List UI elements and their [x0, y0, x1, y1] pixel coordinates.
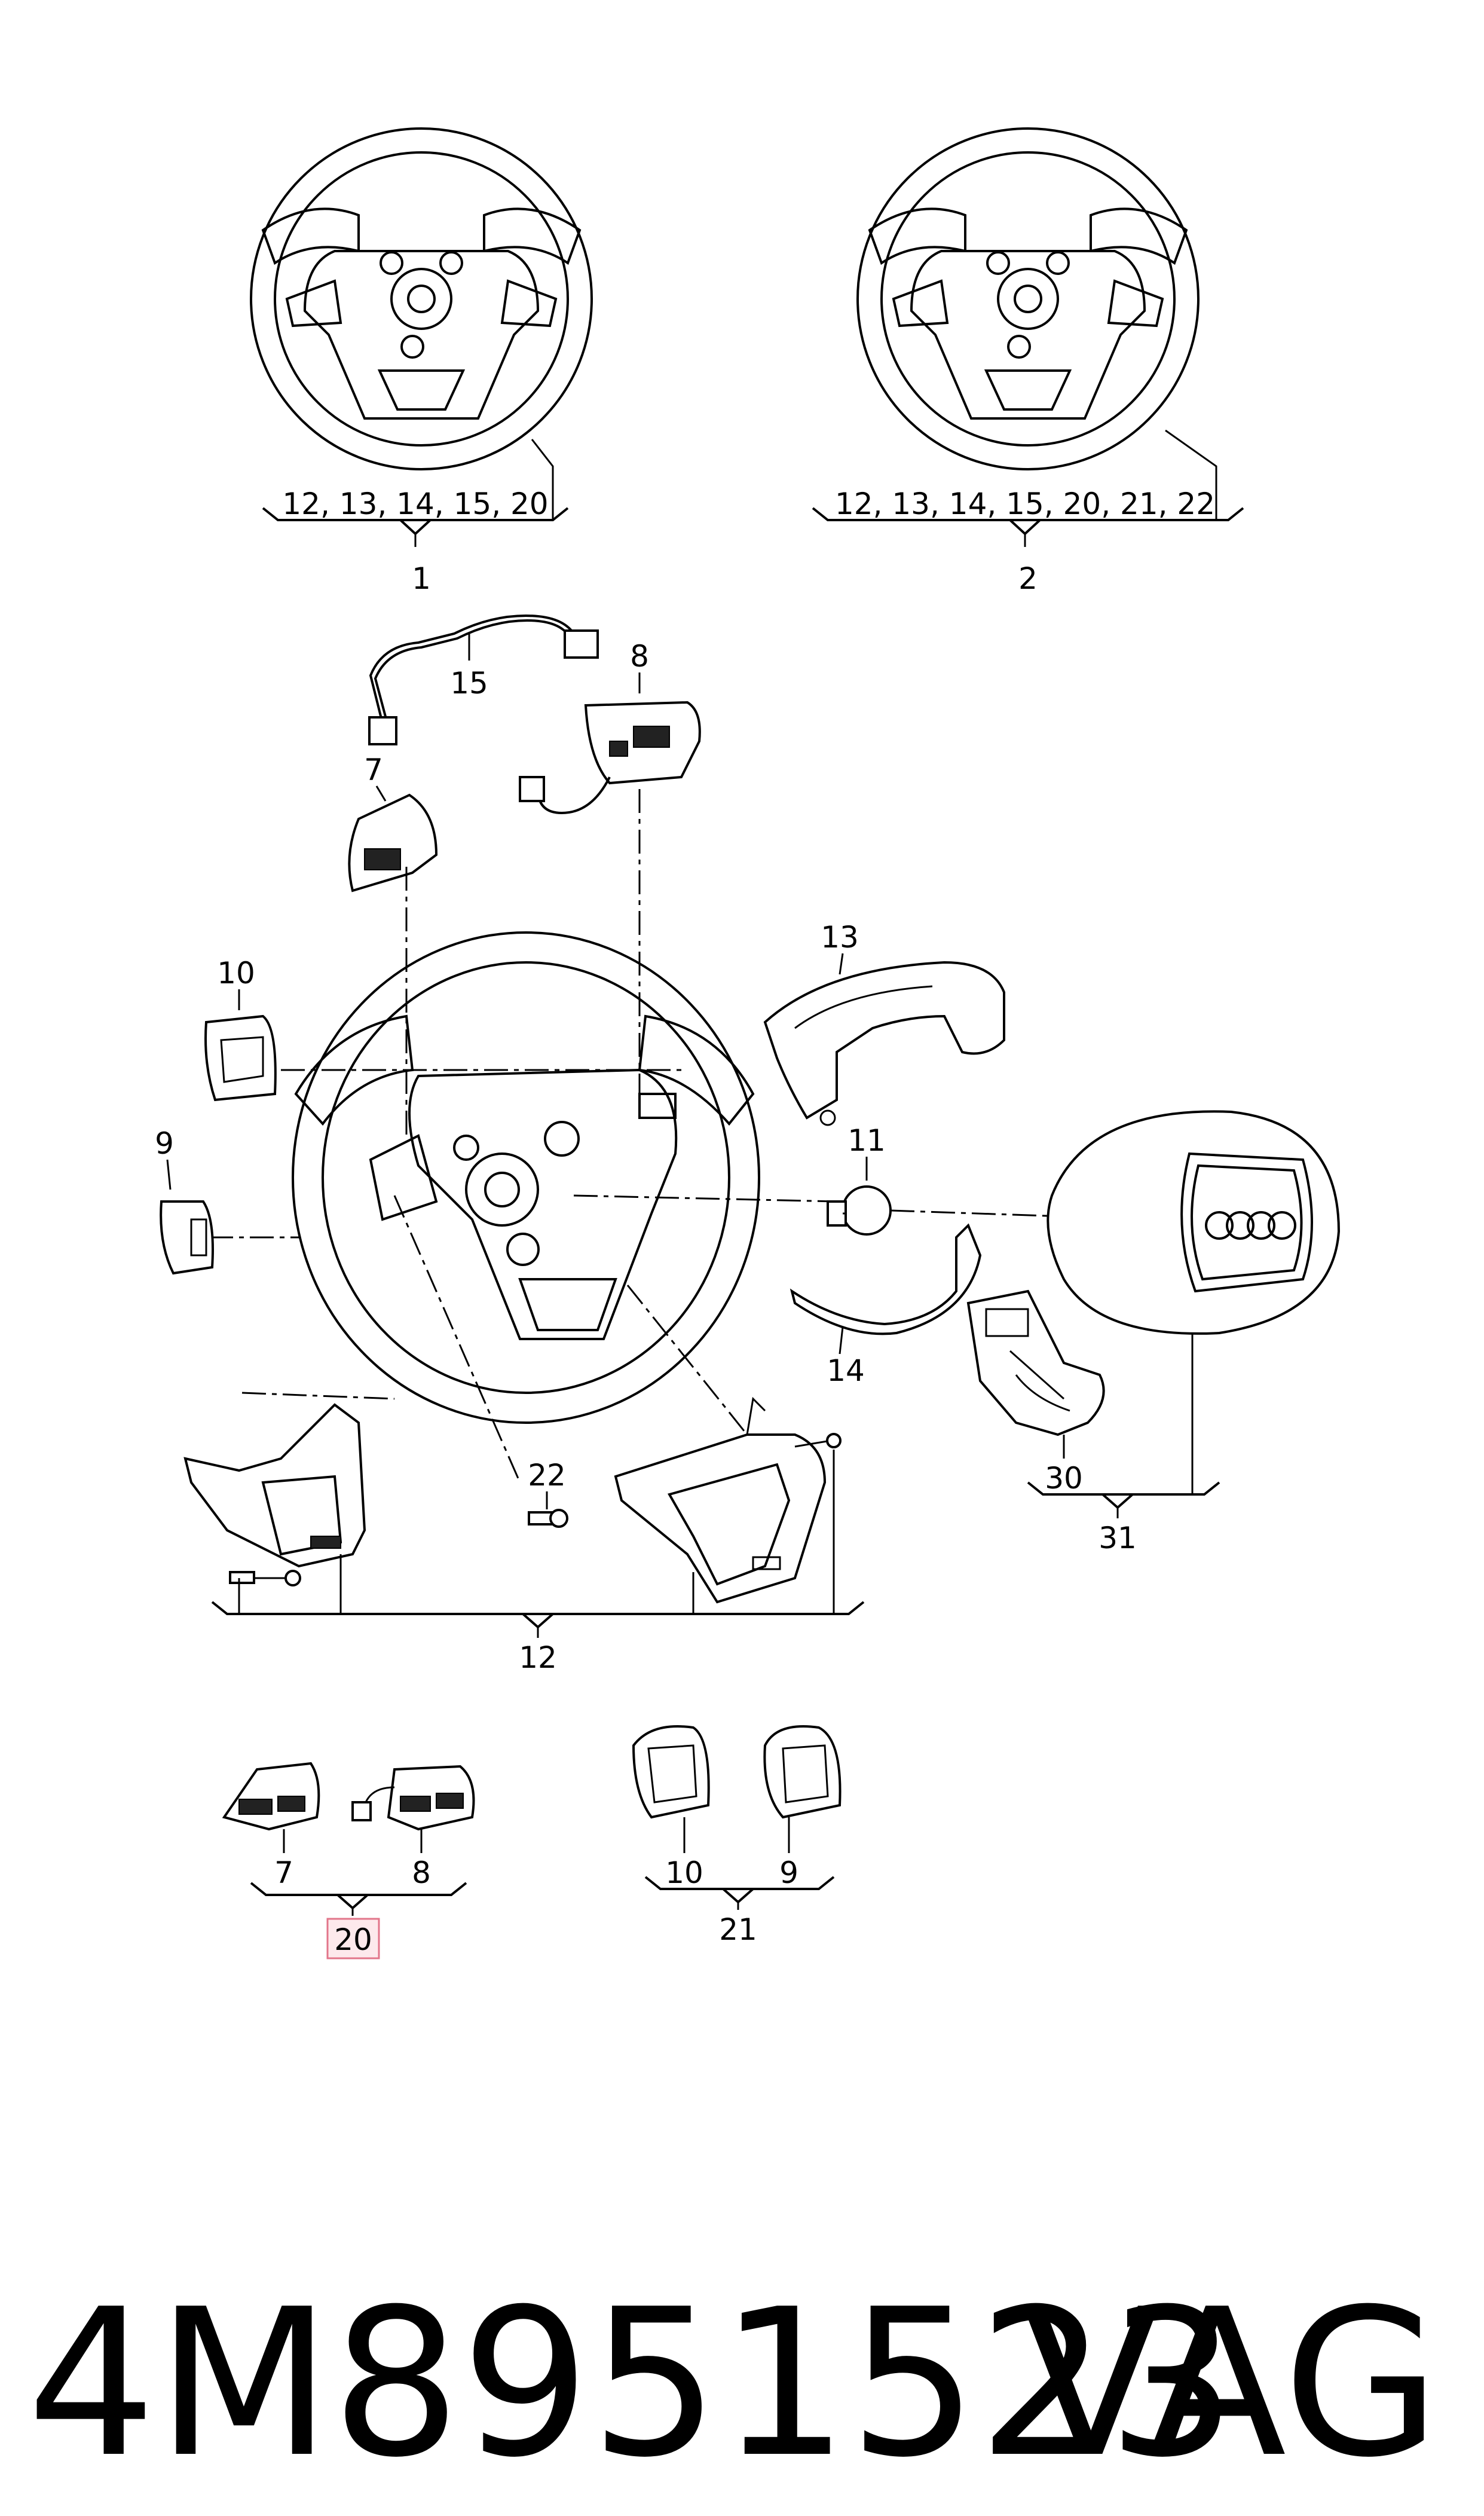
label-7-top: 7: [364, 753, 383, 787]
label-8-bottom: 8: [412, 1855, 431, 1890]
main-steering-wheel: [292, 931, 760, 1424]
callout-group-31: [1027, 1333, 1220, 1518]
dashed-assembly-lines: [209, 789, 1064, 1483]
callout-group-1: [262, 507, 569, 547]
label-22: 22: [528, 1458, 566, 1493]
label-10-bottom: 10: [665, 1855, 703, 1890]
label-31: 31: [1099, 1521, 1137, 1555]
switch-cover-9-bottom: [763, 1725, 842, 1853]
wiring-harness-15: [368, 614, 599, 745]
steering-wheel-assembly-1: [250, 127, 593, 520]
steering-wheel-assembly-2: [856, 127, 1217, 520]
highlighted-part-box: [326, 1918, 380, 1959]
label-30: 30: [1045, 1461, 1083, 1496]
label-21: 21: [719, 1912, 757, 1947]
trim-cover-13: [763, 953, 1005, 1126]
callout-group-2: [812, 507, 1244, 547]
switch-cover-9: [160, 1159, 214, 1275]
callout-group-21: [644, 1876, 835, 1910]
brand-name: VAG: [1021, 2266, 1440, 2502]
trim-strip-14: [790, 1223, 982, 1355]
label-7-bottom: 7: [274, 1855, 293, 1890]
label-8-top: 8: [630, 639, 649, 674]
label-group-1: 12, 13, 14, 15, 20: [282, 487, 548, 521]
label-9-bottom: 9: [779, 1855, 798, 1890]
label-2: 2: [1018, 561, 1038, 596]
label-group-2: 12, 13, 14, 15, 20, 21, 22: [835, 487, 1215, 521]
switch-cover-10-bottom: [632, 1725, 710, 1853]
callout-group-12: [211, 1450, 865, 1638]
screw-22: [528, 1491, 568, 1528]
lower-spoke-cover: [614, 1396, 842, 1604]
switch-module-8-bottom: [351, 1765, 475, 1853]
airbag-module: [1047, 1110, 1341, 1335]
bolt-11: [827, 1157, 892, 1236]
right-switch-module-8: [519, 672, 701, 815]
lower-left-trim: [183, 1403, 366, 1586]
part-number: 4M8951523: [27, 2266, 1237, 2502]
left-switch-module-7: [348, 785, 438, 892]
callout-group-20: [250, 1882, 467, 1916]
label-9-left: 9: [155, 1126, 174, 1161]
label-15: 15: [450, 666, 488, 701]
label-11: 11: [847, 1123, 886, 1158]
switch-cover-10: [204, 989, 277, 1102]
label-1: 1: [412, 561, 431, 596]
switch-module-7-bottom: [222, 1762, 320, 1853]
label-10-left: 10: [217, 956, 255, 990]
label-14: 14: [827, 1353, 865, 1388]
label-12: 12: [519, 1640, 557, 1675]
clock-spring-30: [966, 1289, 1105, 1459]
label-20: 20: [334, 1922, 372, 1957]
label-13: 13: [821, 920, 859, 955]
